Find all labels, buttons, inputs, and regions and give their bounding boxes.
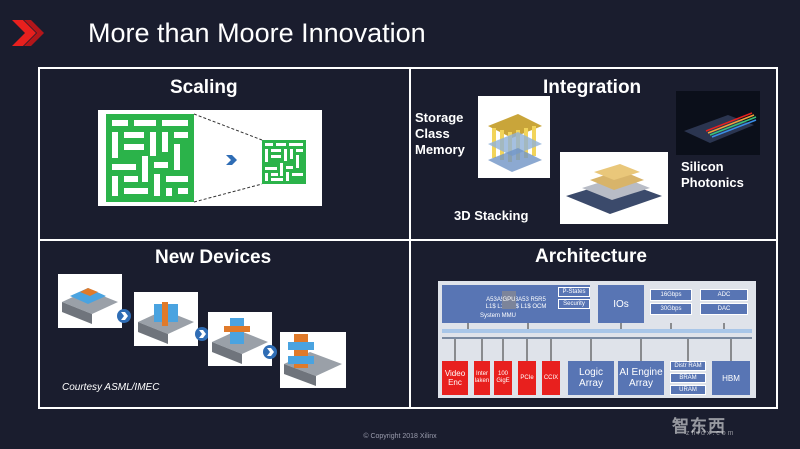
- grid-divider-vertical: [409, 69, 411, 407]
- gpu-block: GPU: [502, 291, 516, 309]
- serdes-30gbps-block: 30Gbps: [650, 303, 692, 315]
- uram-block: URAM: [670, 385, 706, 395]
- video-enc-block: Video Enc: [442, 361, 468, 395]
- 100gige-block: 100 GigE: [494, 361, 512, 395]
- label-storage-class-memory: Storage Class Memory: [415, 110, 465, 157]
- hbm-block: HBM: [712, 361, 750, 395]
- watermark-logo: 智东西: [672, 417, 726, 436]
- watermark-url: zhidx.com: [686, 430, 736, 437]
- quadrant-grid: [38, 67, 778, 409]
- quadrant-title-new-devices: New Devices: [155, 247, 272, 268]
- ios-block: IOs: [598, 285, 644, 323]
- ccix-block: CCIX: [542, 361, 560, 395]
- storage-class-memory-image: [478, 96, 550, 178]
- pcie-block: PCIe: [518, 361, 536, 395]
- quadrant-title-scaling: Scaling: [170, 77, 238, 98]
- distr-ram-block: Distr RAM: [670, 361, 706, 371]
- architecture-block-diagram: A53A53A53A53 R5R5 L1$ L1$ L1$ L1$ OCM GP…: [438, 281, 756, 398]
- grid-divider-horizontal: [40, 239, 776, 241]
- interlaken-block: Inter laken: [474, 361, 490, 395]
- adc-block: ADC: [700, 289, 748, 301]
- system-mmu-block: System MMU: [442, 311, 554, 321]
- security-block: Security: [558, 299, 590, 309]
- scaling-maze-image: [98, 110, 322, 206]
- logic-array-block: Logic Array: [568, 361, 614, 395]
- bram-block: BRAM: [670, 373, 706, 383]
- bus-connector-arrows: [454, 323, 732, 361]
- silicon-photonics-image: [676, 91, 760, 155]
- 3d-stacking-image: [560, 152, 668, 224]
- noc-bus-lower: [442, 337, 752, 339]
- xilinx-chevron-logo-icon: [12, 20, 44, 46]
- ai-engine-array-block: AI Engine Array: [618, 361, 664, 395]
- new-devices-transistor-image: [58, 274, 346, 388]
- label-silicon-photonics: Silicon Photonics: [681, 159, 744, 190]
- courtesy-caption: Courtesy ASML/IMEC: [62, 382, 160, 393]
- dac-block: DAC: [700, 303, 748, 315]
- label-3d-stacking: 3D Stacking: [454, 208, 529, 223]
- copyright-footer: © Copyright 2018 Xilinx: [363, 433, 437, 440]
- quadrant-title-architecture: Architecture: [535, 246, 647, 267]
- pstates-block: P-States: [558, 287, 590, 297]
- noc-bus: [442, 329, 752, 333]
- slide-title: More than Moore Innovation: [88, 18, 426, 48]
- quadrant-title-integration: Integration: [543, 77, 642, 98]
- serdes-16gbps-block: 16Gbps: [650, 289, 692, 301]
